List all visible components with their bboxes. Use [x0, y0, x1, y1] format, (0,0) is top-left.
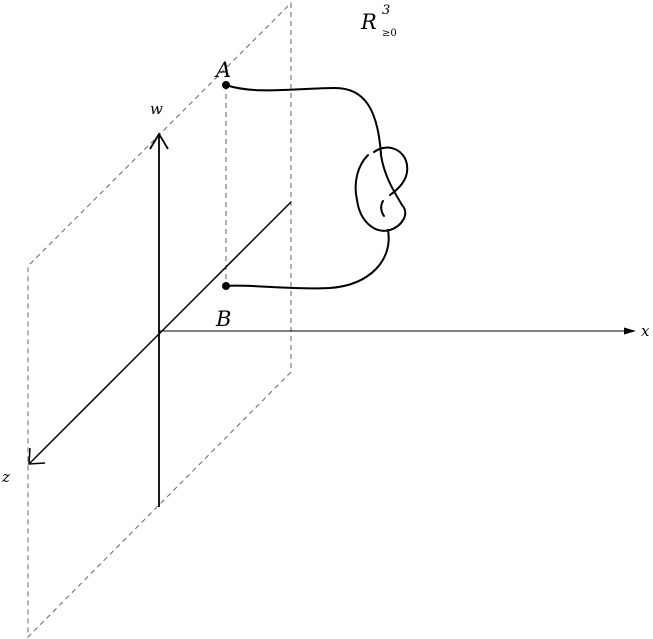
w-axis	[149, 132, 169, 507]
w-axis-label: w	[150, 100, 163, 118]
space-label: R 3 ≥0	[360, 3, 397, 39]
point-a-label: A	[214, 58, 231, 82]
boundary-plane	[27, 1, 292, 639]
space-label-superscript: 3	[382, 3, 390, 18]
space-label-base: R	[360, 10, 377, 34]
knotted-arc	[225, 84, 409, 290]
point-b-dot	[222, 282, 230, 290]
point-b-label: B	[215, 307, 231, 331]
x-axis	[159, 327, 636, 335]
z-axis-arrowhead	[28, 447, 46, 465]
x-axis-arrowhead	[624, 327, 636, 335]
point-a-dot	[222, 81, 230, 89]
z-axis-label: z	[1, 468, 10, 486]
z-axis	[28, 201, 292, 465]
space-label-subscript: ≥0	[382, 28, 397, 39]
x-axis-label: x	[641, 322, 650, 340]
w-axis-arrowhead	[149, 132, 169, 150]
